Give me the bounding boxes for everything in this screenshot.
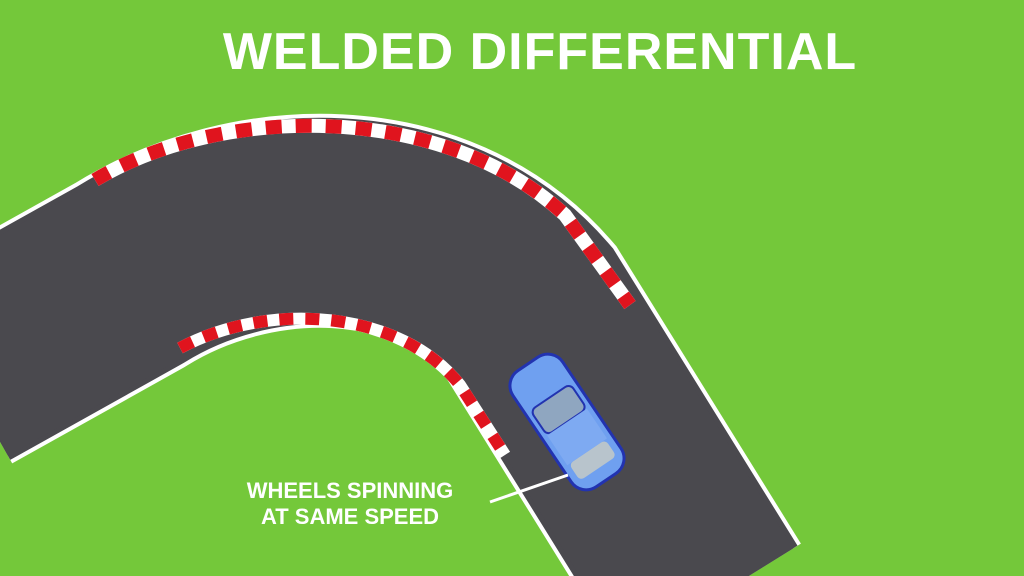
wheels-label: WHEELS SPINNING AT SAME SPEED (205, 478, 495, 530)
car (508, 352, 626, 492)
inner-curb-red (177, 312, 511, 459)
road (0, 122, 794, 576)
outer-curb-red (91, 118, 636, 310)
wheels-label-line1: WHEELS SPINNING (246, 478, 454, 503)
label-pointer-line (489, 473, 569, 504)
page-title: WELDED DIFFERENTIAL (222, 23, 858, 81)
wheels-label-line2: AT SAME SPEED (260, 504, 440, 529)
